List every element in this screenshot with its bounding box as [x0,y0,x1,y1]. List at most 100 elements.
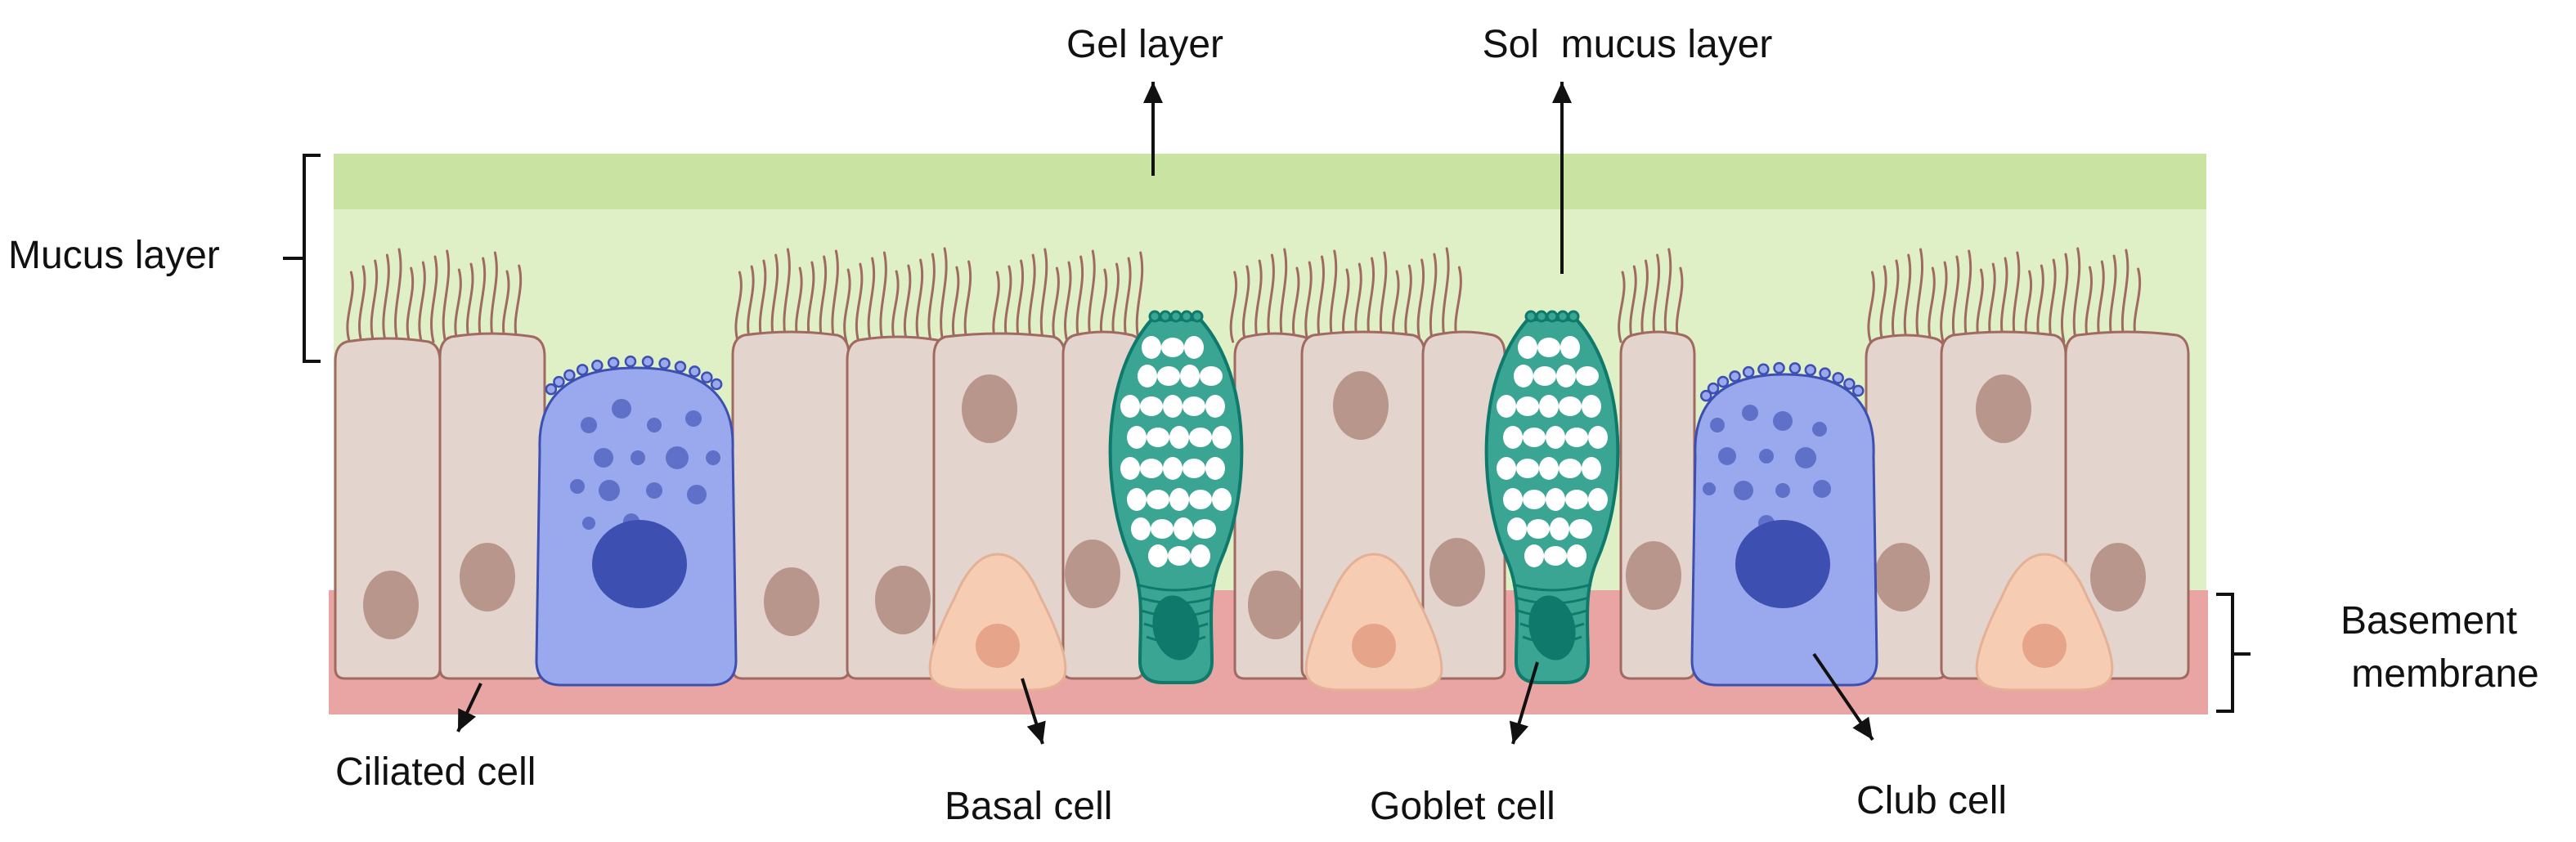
cilium [855,262,864,343]
mucin-granule [1183,459,1205,478]
goblet-apical-bump [1535,310,1548,323]
mucin-granule [1546,426,1565,449]
cell-nucleus [1429,538,1485,607]
cell-nucleus [1874,543,1930,611]
ciliated-cell [1865,334,1948,680]
cilium [1416,258,1425,343]
cilium [831,249,839,343]
mucin-granule [1142,336,1161,359]
club-granule [1813,480,1831,498]
label-mucus-layer: Mucus layer [8,234,220,277]
label-ciliated-cell: Ciliated cell [335,750,536,794]
mucin-granule [1193,519,1216,539]
goblet-apical-bump [1567,310,1580,323]
cilium [843,268,851,343]
club-microvillus [1843,378,1856,390]
club-microvillus [1819,367,1831,379]
club-microvillus [545,383,558,396]
goblet-apical-bump [1524,310,1537,323]
cilium [358,265,366,343]
cell-nucleus [1976,374,2031,443]
goblet-golgi [1136,583,1216,592]
cilium [867,257,876,343]
mucin-granule [1527,519,1550,539]
label-club-cell: Club cell [1856,779,2007,822]
cilium [951,266,960,343]
cilium [454,268,462,343]
cilium [1279,248,1288,343]
club-microvillus [1832,372,1844,384]
mucin-granule [1151,519,1174,539]
basal-nucleus [1352,624,1396,668]
mucin-granule [1127,426,1147,449]
club-granule [666,446,689,469]
mucin-granule [1189,428,1212,447]
club-granule [631,450,645,465]
cilium [1028,253,1036,343]
club-granule [1812,422,1827,437]
mucin-granule [1212,488,1232,511]
bracket-icon [2216,593,2251,713]
club-microvillus [1773,361,1785,374]
mucin-granule [1518,336,1537,359]
mucin-granule [1576,366,1599,386]
club-microvillus [1742,365,1755,378]
mucin-granule [1565,428,1588,447]
label-basal-cell: Basal cell [945,785,1112,828]
cilium [1229,271,1238,343]
cilium [2072,247,2081,343]
mucin-granule [1138,365,1157,387]
cilium [370,259,379,343]
mucin-granule [1120,457,1140,480]
cilium [1951,255,1960,343]
mucin-granule [1183,396,1205,416]
arrow-icon [1509,720,1528,744]
cell-nucleus [1333,371,1389,440]
cell-nucleus [764,567,819,636]
cilium [1052,266,1060,343]
club-microvillus [1729,370,1741,383]
cilium [1963,249,1972,343]
cilium [1629,265,1637,343]
club-microvillus [624,355,637,368]
goblet-apical-bump [1556,310,1569,323]
cilium [478,257,487,343]
club-microvillus [710,378,723,391]
club-microvillus [689,365,701,378]
club-nucleus [1735,520,1830,608]
club-granule [594,448,613,468]
arrow-icon [458,708,476,732]
cilium [1304,261,1313,343]
arrow-icon [1026,720,1046,744]
mucin-granule [1140,396,1163,416]
cilium [1891,259,1900,343]
club-granule [1773,411,1793,431]
club-granule [570,479,585,494]
basal-cell [1975,553,2114,692]
mucin-granule [1205,395,1225,418]
cilium [1267,253,1275,343]
label-basement-line1: Basement [2340,599,2517,643]
cilium [1618,271,1626,343]
goblet-nucleus [1528,595,1576,661]
mucin-granule [1556,365,1576,387]
goblet-apical-bump [1159,310,1172,323]
cilium [1241,265,1250,343]
mucin-granule [1174,517,1193,540]
mucin-granule [1523,490,1546,509]
ciliated-cell [1619,330,1696,680]
club-granule [612,399,631,419]
club-microvillus [591,359,604,372]
basal-nucleus [2022,624,2067,668]
cilium [1940,261,1948,343]
mucin-granule [1565,490,1588,509]
cell-nucleus [363,571,419,639]
cilium [915,258,924,343]
mucin-granule [1212,426,1232,449]
mucin-granule [1503,488,1523,511]
goblet-apical-bump [1169,310,1183,323]
ciliated-cell [438,332,546,680]
club-microvillus [1757,363,1770,375]
cilium [891,270,900,343]
